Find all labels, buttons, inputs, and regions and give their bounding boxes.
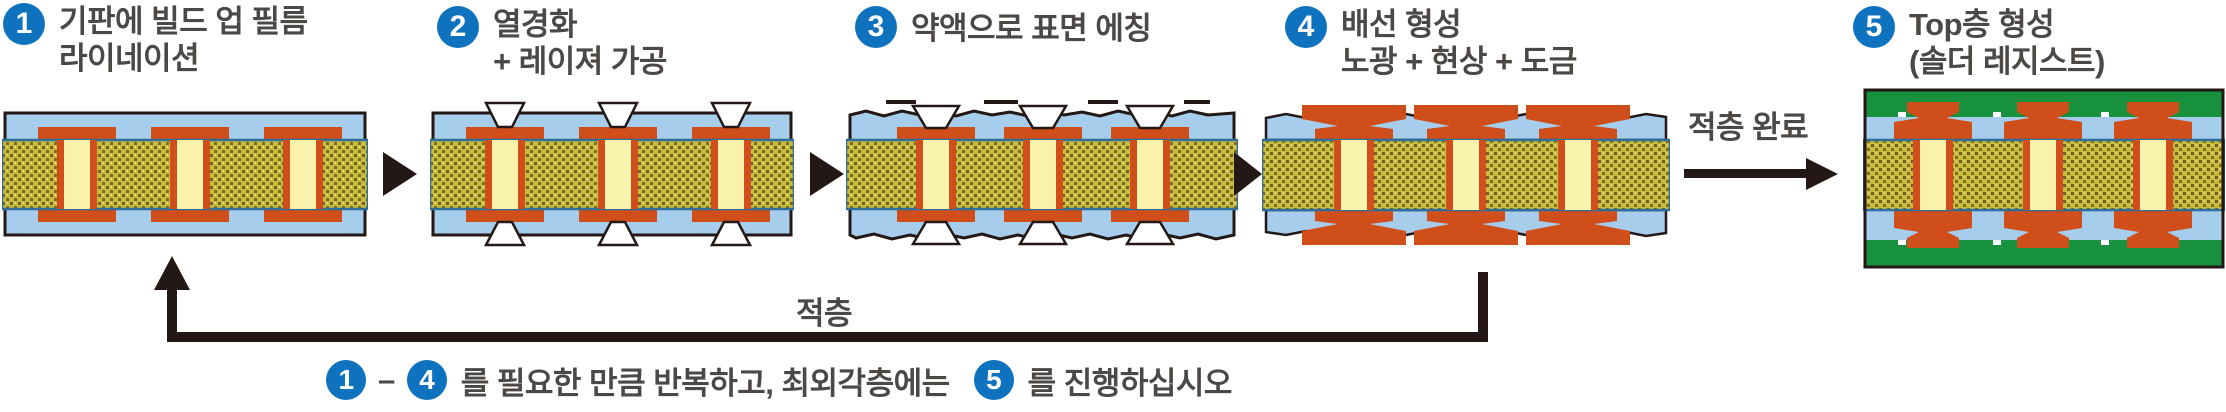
step-3-number: 3: [867, 10, 885, 43]
step-4-badge: 4: [1285, 6, 1327, 48]
step-5-title: Top층 형성 (솔더 레지스트): [1909, 6, 2105, 80]
step-2-title-line2: + 레이져 가공: [493, 44, 667, 79]
step-1-number: 1: [15, 7, 33, 40]
footer-text-suffix: 를 진행하십시오: [1027, 365, 1233, 401]
step-3-title-line1: 약액으로 표면 에칭: [911, 11, 1152, 46]
step-4-number: 4: [1297, 10, 1315, 43]
step-5-title-line1: Top층 형성: [1909, 7, 2055, 42]
pcb-cross-section-step-4: [1262, 88, 1670, 266]
arrow-step1-to-step2-icon: [383, 152, 417, 196]
step-4-title-line1: 배선 형성: [1341, 7, 1462, 42]
footer-badge-1-number: 1: [338, 364, 354, 395]
pcb-cross-section-step-1: [2, 111, 368, 237]
footer-text-middle: 를 필요한 만큼 반복하고, 최외각층에는: [460, 365, 950, 401]
step-3-title: 약액으로 표면 에칭: [911, 10, 1152, 47]
step-1-header: 1 기판에 빌드 업 필름 라이네이션: [3, 3, 308, 77]
step-4-title: 배선 형성 노광 + 현상 + 도금: [1341, 6, 1577, 80]
step-2-number: 2: [449, 10, 467, 43]
pcb-cross-section-step-3: [846, 100, 1238, 246]
step-5-title-line2: (솔더 레지스트): [1909, 44, 2105, 79]
step-1-badge: 1: [3, 3, 45, 45]
footer-badge-5: 5: [973, 360, 1014, 400]
arrow-step2-to-step3-icon: [810, 152, 844, 196]
step-2-title-line1: 열경화: [493, 7, 578, 42]
step-2-badge: 2: [437, 6, 479, 48]
footer-badge-4-number: 4: [419, 364, 435, 395]
lamination-loop-label: 적층: [796, 296, 853, 331]
footer-badge-1: 1: [326, 360, 366, 400]
step-1-title-line1: 기판에 빌드 업 필름: [59, 4, 308, 39]
step-3-header: 3 약액으로 표면 에칭: [855, 6, 1152, 48]
arrow-step4-to-step5-icon: [1684, 158, 1838, 190]
footer-range-dash: –: [378, 362, 395, 397]
step-4-header: 4 배선 형성 노광 + 현상 + 도금: [1285, 6, 1577, 80]
lamination-complete-label: 적층 완료: [1688, 110, 1809, 145]
repeat-instruction: 1 – 4 를 필요한 만큼 반복하고, 최외각층에는 5 를 진행하십시오: [326, 356, 1232, 404]
step-1-title: 기판에 빌드 업 필름 라이네이션: [59, 3, 308, 77]
pcb-cross-section-step-2: [430, 101, 794, 247]
arrow-step3-to-step4-icon: [1234, 152, 1262, 196]
step-3-badge: 3: [855, 6, 897, 48]
step-5-number: 5: [1865, 10, 1883, 43]
step-2-title: 열경화 + 레이져 가공: [493, 6, 667, 80]
step-1-title-line2: 라이네이션: [59, 41, 200, 76]
pcb-cross-section-step-5: [1863, 88, 2225, 269]
step-4-title-line2: 노광 + 현상 + 도금: [1341, 44, 1577, 79]
footer-badge-4: 4: [406, 360, 447, 400]
step-5-badge: 5: [1853, 6, 1895, 48]
step-5-header: 5 Top층 형성 (솔더 레지스트): [1853, 6, 2105, 80]
footer-badge-5-number: 5: [986, 364, 1002, 395]
step-2-header: 2 열경화 + 레이져 가공: [437, 6, 667, 80]
